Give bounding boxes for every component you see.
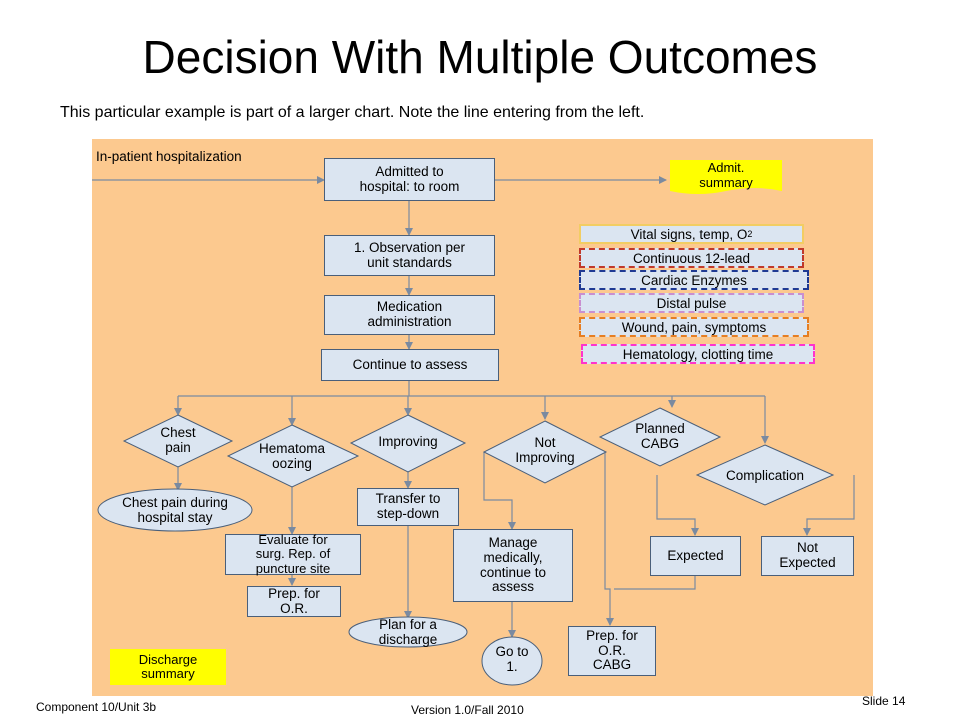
- label-improving: Improving: [378, 433, 438, 449]
- line-notimproving-manage: [483, 452, 516, 530]
- box-not-expected: Not Expected: [761, 536, 854, 576]
- footer-version: Version 1.0/Fall 2010: [411, 703, 524, 717]
- admit-summary: Admit. summary: [699, 160, 753, 190]
- legend-cardiac-enzymes: Cardiac Enzymes: [579, 270, 809, 290]
- subtitle: This particular example is part of a lar…: [60, 104, 645, 121]
- label-chest-pain-stay: Chest pain during hospital stay: [122, 495, 228, 525]
- line-complication-expected: [656, 475, 699, 536]
- label-complication: Complication: [725, 467, 805, 483]
- line-complication-notexpected: [803, 475, 855, 536]
- legend-wound-pain: Wound, pain, symptoms: [579, 317, 809, 337]
- box-transfer: Transfer to step-down: [357, 488, 459, 526]
- legend-continuous-12-lead: Continuous 12-lead: [579, 248, 804, 268]
- flowchart-connectors: [92, 160, 855, 686]
- box-evaluate: Evaluate for surg. Rep. of puncture site: [225, 532, 361, 575]
- box-expected: Expected: [650, 536, 741, 576]
- footer-slide-number: Slide 14: [862, 694, 906, 708]
- admit-summary-shape: [670, 160, 782, 194]
- box-medication: Medication administration: [324, 295, 495, 335]
- box-admitted: Admitted to hospital: to room: [324, 158, 495, 201]
- label-go-to: Go to 1.: [495, 644, 529, 674]
- decision-planned-cabg: [598, 407, 722, 467]
- discharge-summary: Discharge summary: [110, 649, 226, 685]
- legend-distal-pulse: Distal pulse: [579, 293, 804, 313]
- decision-chest-pain: [122, 414, 234, 468]
- box-observation: 1. Observation per unit standards: [324, 235, 495, 276]
- decision-improving: [349, 414, 467, 473]
- flowchart: In-patient hospitalization Admitted to h…: [92, 139, 873, 696]
- entry-label: In-patient hospitalization: [96, 148, 242, 164]
- label-planned-cabg: Planned CABG: [635, 421, 685, 451]
- legend-hematology: Hematology, clotting time: [581, 344, 815, 364]
- label-hematoma: Hematoma oozing: [258, 441, 326, 471]
- terminal-chest-pain-stay: [97, 488, 253, 532]
- label-chest-pain: Chest pain: [160, 425, 196, 455]
- label-plan-discharge: Plan for a discharge: [378, 617, 438, 647]
- box-prep-cabg: Prep. for O.R. CABG: [568, 626, 656, 676]
- page-title: Decision With Multiple Outcomes: [142, 31, 818, 83]
- line-expected-prep: [614, 576, 696, 590]
- box-continue-assess: Continue to assess: [321, 349, 499, 381]
- box-prep-or: Prep. for O.R.: [247, 586, 341, 617]
- terminal-plan-discharge: [348, 616, 468, 648]
- footer-component: Component 10/Unit 3b: [36, 700, 157, 714]
- decision-hematoma: [226, 424, 360, 488]
- decision-not-improving: [482, 420, 608, 484]
- box-manage: Manage medically, continue to assess: [453, 529, 573, 602]
- terminal-go-to: [481, 636, 543, 686]
- line-notimproving-prep: [604, 452, 614, 626]
- label-not-improving: Not Improving: [515, 435, 575, 465]
- decision-complication: [695, 444, 835, 506]
